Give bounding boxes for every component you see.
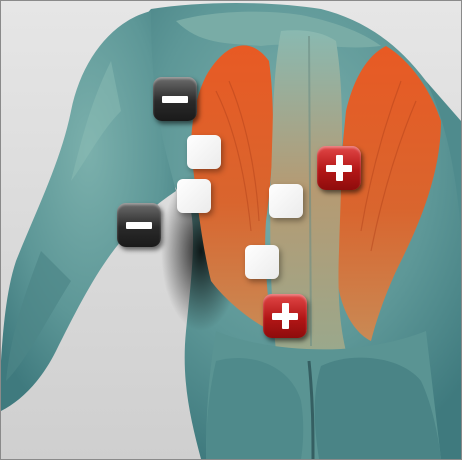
positive-electrode-lower	[263, 294, 307, 338]
electrode-pad-1	[187, 135, 221, 169]
electrode-pad-4	[245, 245, 279, 279]
minus-sign-icon	[126, 222, 152, 229]
negative-electrode-lower	[117, 203, 161, 247]
electrode-pad-3	[269, 184, 303, 218]
negative-electrode-upper	[153, 77, 197, 121]
minus-sign-icon	[162, 96, 188, 103]
electrode-pad-2	[177, 179, 211, 213]
positive-electrode-upper	[317, 146, 361, 190]
